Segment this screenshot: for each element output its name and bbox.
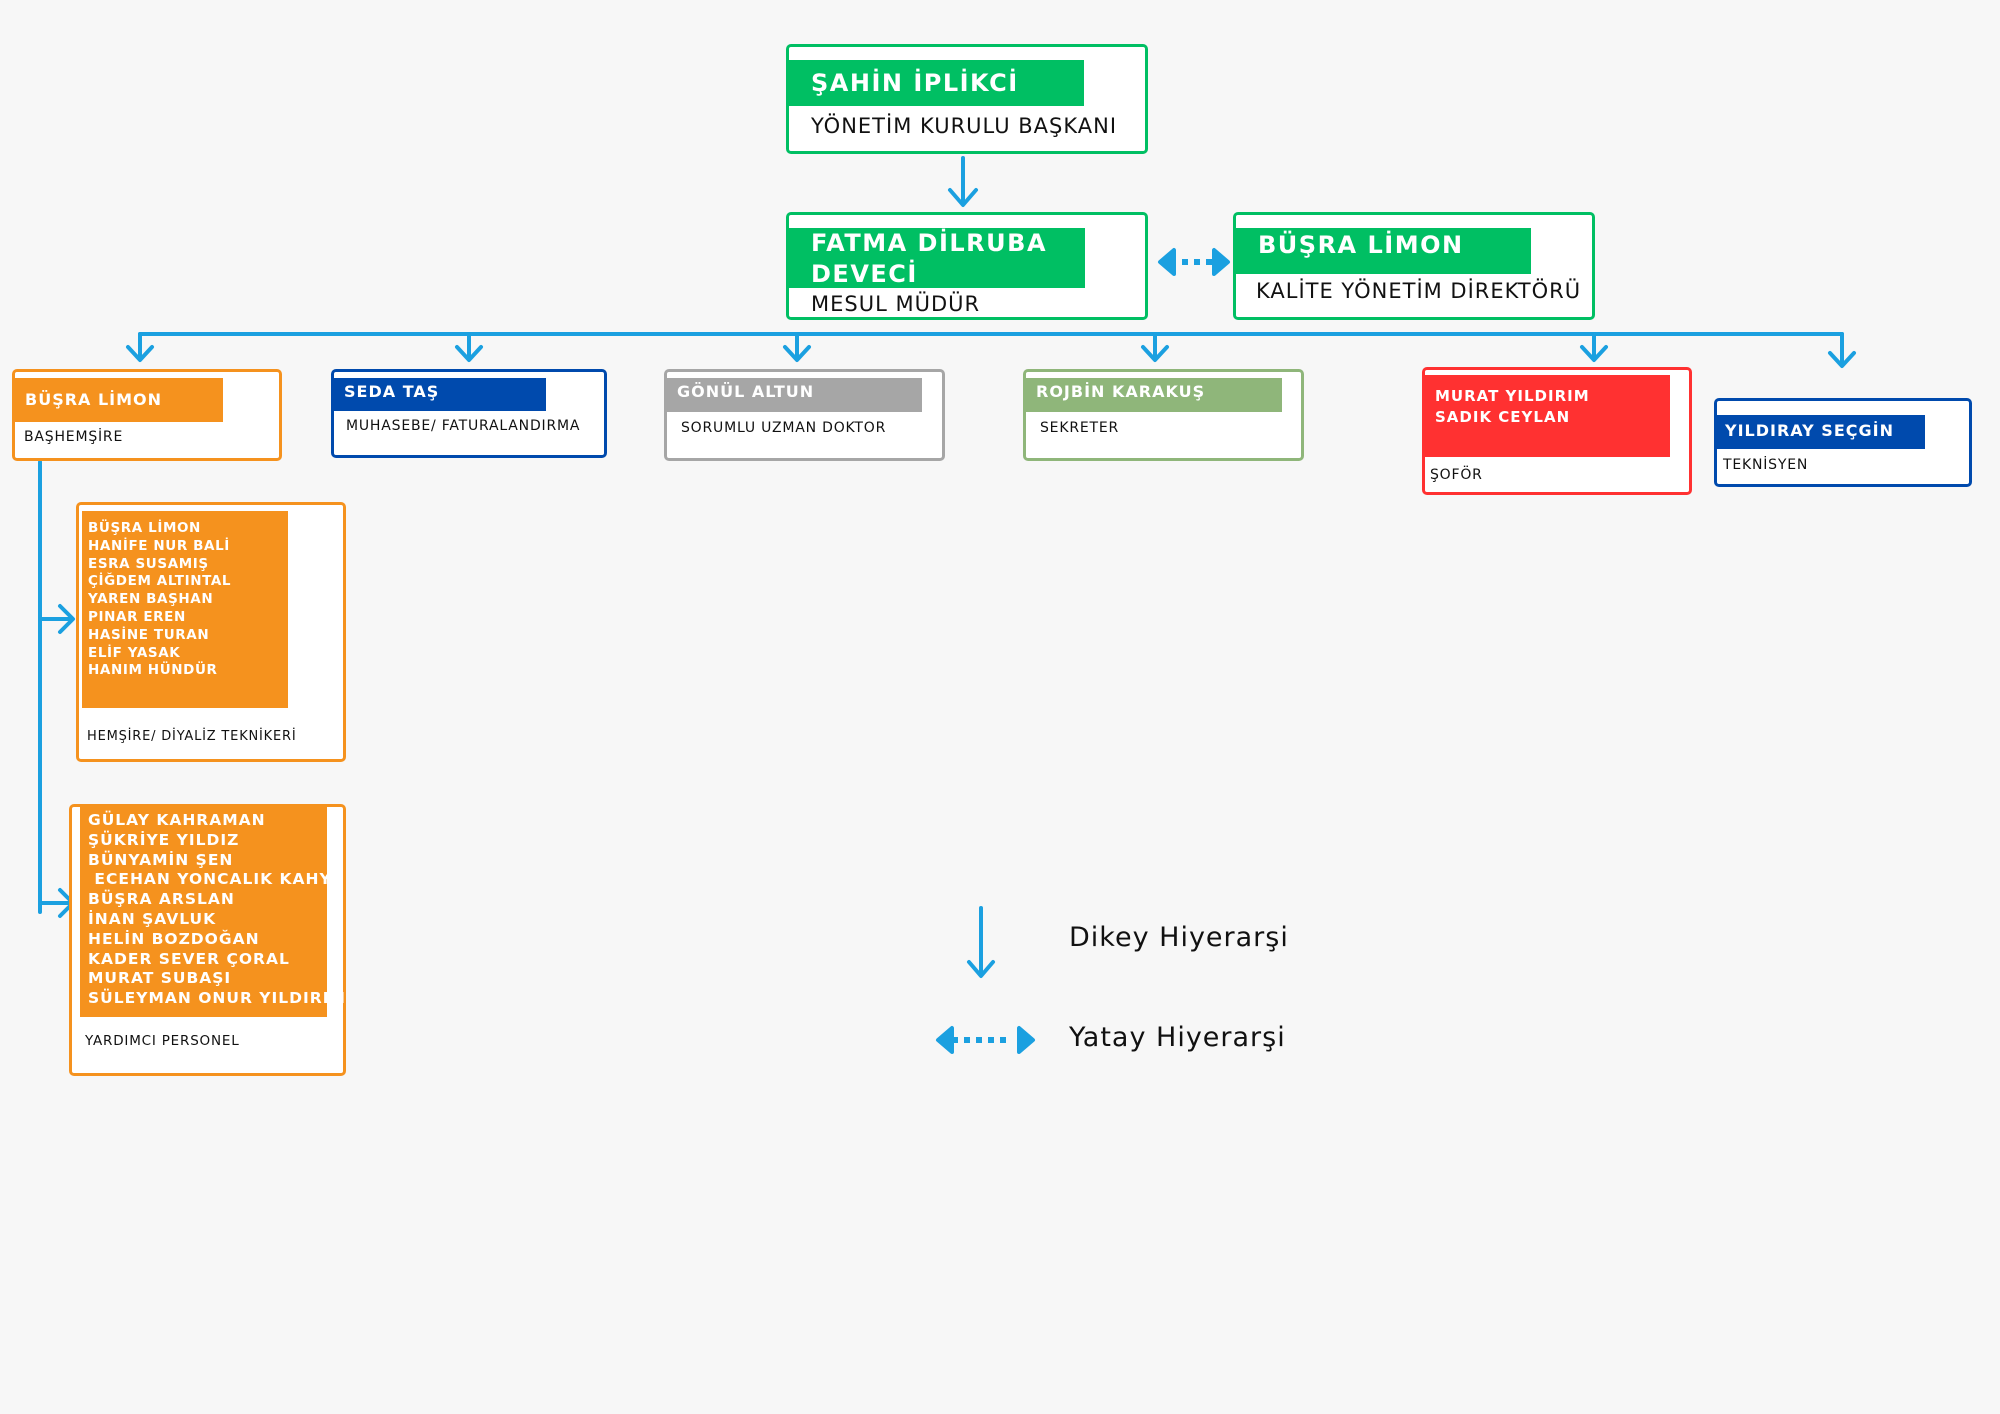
helper-name: ŞÜKRİYE YILDIZ bbox=[88, 830, 240, 849]
muhasebe-name: SEDA TAŞ bbox=[334, 378, 546, 411]
sekreter-name: ROJBİN KARAKUŞ bbox=[1026, 378, 1282, 412]
bashemsire-name: BÜŞRA LİMON bbox=[15, 378, 223, 422]
chairman-card: ŞAHİN İPLİKCİ YÖNETİM KURULU BAŞKANI bbox=[786, 44, 1148, 154]
legend-vertical-arrow bbox=[967, 906, 995, 978]
nurse-name: HASİNE TURAN bbox=[88, 626, 210, 643]
doktor-card: GÖNÜL ALTUN SORUMLU UZMAN DOKTOR bbox=[664, 369, 945, 461]
legend-arrowhead-left bbox=[936, 1026, 954, 1054]
sofor-name-line1: MURAT YILDIRIM bbox=[1435, 387, 1590, 405]
mesul-mudur-name-bar: FATMA DİLRUBA DEVECİ bbox=[789, 228, 1085, 288]
helper-name: ECEHAN YONCALIK KAHYA bbox=[88, 870, 344, 889]
helper-name: BÜŞRA ARSLAN bbox=[88, 890, 235, 909]
sekreter-card: ROJBİN KARAKUŞ SEKRETER bbox=[1023, 369, 1304, 461]
teknisyen-name: YILDIRAY SEÇGİN bbox=[1717, 415, 1925, 449]
nurses-list: BÜŞRA LİMON HANİFE NUR BALİ ESRA SUSAMIŞ… bbox=[82, 511, 288, 708]
helper-name: MURAT SUBAŞI bbox=[88, 969, 232, 988]
nurses-card: BÜŞRA LİMON HANİFE NUR BALİ ESRA SUSAMIŞ… bbox=[76, 502, 346, 762]
mesul-mudur-name-line1: FATMA DİLRUBA bbox=[811, 229, 1048, 257]
department-arrows bbox=[126, 332, 1856, 368]
helper-name: KADER SEVER ÇORAL bbox=[88, 949, 290, 968]
bashemsire-title: BAŞHEMŞİRE bbox=[24, 429, 124, 445]
nurse-name: YAREN BAŞHAN bbox=[88, 591, 214, 608]
helper-name: SÜLEYMAN ONUR YILDIRIM bbox=[88, 989, 346, 1008]
helpers-title: YARDIMCI PERSONEL bbox=[85, 1033, 240, 1049]
legend-horizontal-label: Yatay Hiyerarşi bbox=[1069, 1022, 1286, 1053]
teknisyen-title: TEKNİSYEN bbox=[1723, 457, 1809, 473]
sofor-card: MURAT YILDIRIM SADIK CEYLAN ŞOFÖR bbox=[1422, 367, 1692, 495]
sofor-title: ŞOFÖR bbox=[1430, 467, 1483, 483]
arrowhead-right bbox=[1212, 248, 1230, 276]
nurse-name: HANİFE NUR BALİ bbox=[88, 537, 230, 554]
muhasebe-title: MUHASEBE/ FATURALANDIRMA bbox=[346, 418, 581, 434]
helper-name: BÜNYAMİN ŞEN bbox=[88, 850, 234, 869]
helpers-list: GÜLAY KAHRAMAN ŞÜKRİYE YILDIZ BÜNYAMİN Ş… bbox=[80, 807, 346, 1017]
kalite-director-card: BÜŞRA LİMON KALİTE YÖNETİM DİREKTÖRÜ bbox=[1233, 212, 1595, 320]
nurses-title: HEMŞİRE/ DİYALİZ TEKNİKERİ bbox=[87, 729, 297, 744]
kalite-director-name: BÜŞRA LİMON bbox=[1236, 228, 1531, 274]
sekreter-title: SEKRETER bbox=[1040, 420, 1120, 436]
sofor-name-line2: SADIK CEYLAN bbox=[1435, 408, 1571, 426]
kalite-director-title: KALİTE YÖNETİM DİREKTÖRÜ bbox=[1256, 279, 1582, 303]
legend-arrowhead-right bbox=[1017, 1026, 1035, 1054]
doktor-name: GÖNÜL ALTUN bbox=[667, 378, 922, 412]
nurse-name: HANIM HÜNDÜR bbox=[88, 662, 218, 679]
helper-name: GÜLAY KAHRAMAN bbox=[88, 811, 266, 829]
chairman-title: YÖNETİM KURULU BAŞKANI bbox=[811, 114, 1118, 138]
helpers-card: GÜLAY KAHRAMAN ŞÜKRİYE YILDIZ BÜNYAMİN Ş… bbox=[69, 804, 346, 1076]
chairman-name: ŞAHİN İPLİKCİ bbox=[789, 60, 1084, 106]
nurse-name: BÜŞRA LİMON bbox=[88, 520, 201, 536]
nurse-name: PINAR EREN bbox=[88, 608, 186, 625]
muhasebe-card: SEDA TAŞ MUHASEBE/ FATURALANDIRMA bbox=[331, 369, 607, 458]
arrowhead-left bbox=[1158, 248, 1176, 276]
arrow-top-to-mesul bbox=[948, 156, 978, 207]
helper-name: İNAN ŞAVLUK bbox=[88, 909, 217, 928]
bashemsire-card: BÜŞRA LİMON BAŞHEMŞİRE bbox=[12, 369, 282, 461]
mesul-mudur-title: MESUL MÜDÜR bbox=[811, 292, 981, 316]
nurse-name: ÇİĞDEM ALTINTAL bbox=[88, 573, 232, 590]
teknisyen-card: YILDIRAY SEÇGİN TEKNİSYEN bbox=[1714, 398, 1972, 487]
nurse-name: ELİF YASAK bbox=[88, 644, 181, 661]
mesul-mudur-card: FATMA DİLRUBA DEVECİ MESUL MÜDÜR bbox=[786, 212, 1148, 320]
mesul-mudur-name-line2: DEVECİ bbox=[811, 260, 918, 288]
doktor-title: SORUMLU UZMAN DOKTOR bbox=[681, 420, 887, 436]
nurse-name: ESRA SUSAMIŞ bbox=[88, 555, 209, 572]
sofor-name-bar: MURAT YILDIRIM SADIK CEYLAN bbox=[1425, 375, 1670, 457]
helper-name: HELİN BOZDOĞAN bbox=[88, 929, 260, 948]
legend-vertical-label: Dikey Hiyerarşi bbox=[1069, 922, 1289, 953]
